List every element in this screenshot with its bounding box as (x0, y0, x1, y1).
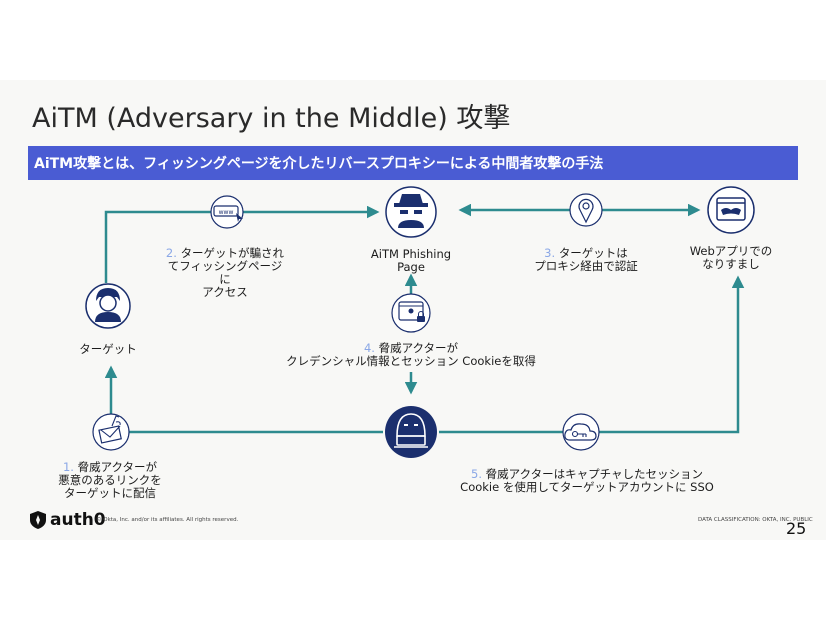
webapp-node (707, 186, 755, 234)
flow-line-hacker-to-webapp (439, 275, 745, 434)
flow-line-target-to-phishing (104, 205, 380, 283)
target-label: ターゲット (79, 342, 137, 356)
login-lock-icon (391, 293, 431, 333)
slide-title: AiTM (Adversary in the Middle) 攻撃 (32, 103, 511, 134)
browser-url-icon: www (210, 195, 244, 229)
svg-text:www: www (219, 209, 234, 216)
auth0-shield-icon (30, 511, 46, 529)
phishing-email-icon (92, 413, 130, 451)
location-pin-icon (569, 193, 603, 227)
footer-copyright: © Okta, Inc. and/or its affiliates. All … (96, 517, 239, 523)
phishing-page-node (385, 186, 437, 238)
auth0-logo: auth0 (30, 510, 106, 530)
threat-actor-node (385, 406, 437, 458)
hacker-icon (394, 413, 428, 448)
step-2-label: 2. ターゲットが騙され てフィッシングページ に アクセス (165, 246, 285, 299)
user-icon (95, 288, 121, 322)
phishing-page-label: AiTM Phishing Page (370, 247, 452, 274)
webapp-label: Webアプリでの なりすまし (689, 244, 773, 271)
step-5-label: 5. 脅威アクターはキャプチャしたセッション Cookie を使用してターゲット… (460, 467, 714, 494)
page-number: 25 (786, 519, 807, 538)
flow-line-email-to-target (104, 365, 383, 434)
step-4-label: 4. 脅威アクターが クレデンシャル情報とセッション Cookieを取得 (286, 341, 536, 368)
footer-classification: DATA CLASSIFICATION: OKTA, INC. PUBLIC (698, 517, 813, 523)
masked-user-icon (716, 197, 746, 221)
step-3-label: 3. ターゲットは プロキシ経由で認証 (534, 246, 638, 273)
summary-banner: AiTM攻撃とは、フィッシングページを介したリバースプロキシーによる中間者攻撃の… (28, 146, 798, 180)
hacker-icon (394, 194, 428, 228)
cloud-key-icon (562, 413, 600, 451)
banner-text: AiTM攻撃とは、フィッシングページを介したリバースプロキシーによる中間者攻撃の… (34, 156, 604, 172)
target-node (85, 283, 131, 329)
step-1-label: 1. 脅威アクターが 悪意のあるリンクを ターゲットに配信 (58, 460, 162, 500)
